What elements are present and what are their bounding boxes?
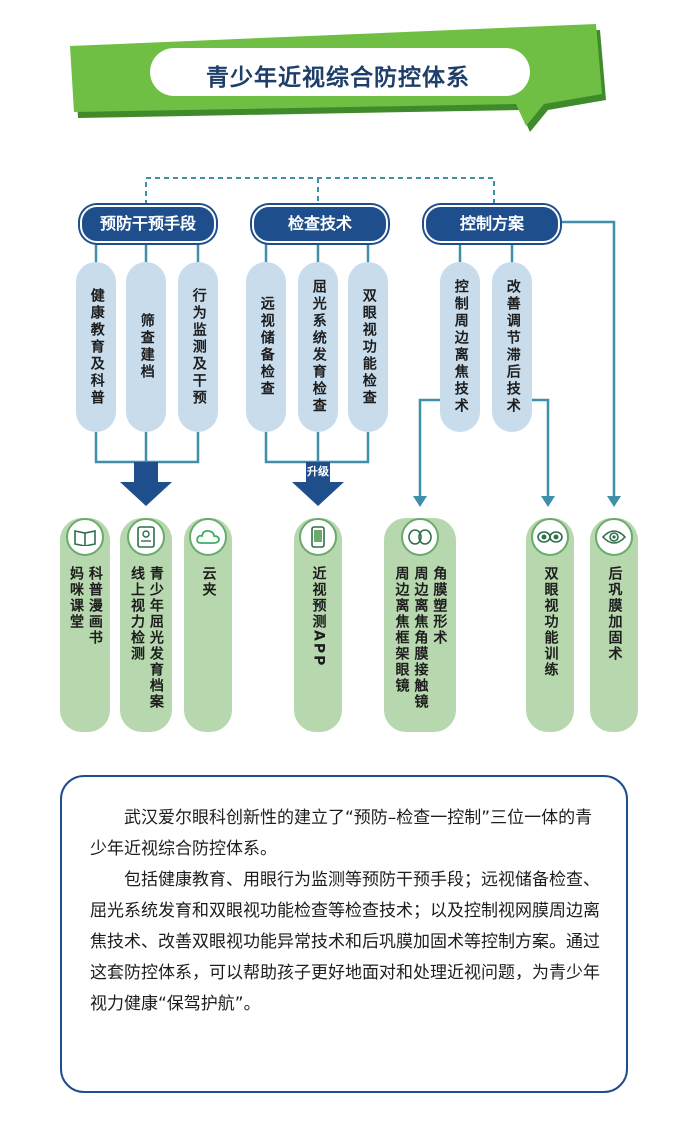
title-banner bbox=[70, 24, 606, 132]
category-examination: 检查技术 bbox=[252, 205, 388, 243]
category-control: 控制方案 bbox=[424, 205, 560, 243]
cloud-icon bbox=[189, 518, 227, 556]
eye-icon bbox=[595, 518, 633, 556]
item-binocular-vision-exam: 双眼视功能检查 bbox=[348, 262, 388, 432]
item-screening-records: 筛查建档 bbox=[126, 262, 166, 432]
phone-icon bbox=[299, 518, 337, 556]
eyes-icon bbox=[531, 518, 569, 556]
category-prevention: 预防干预手段 bbox=[80, 205, 216, 243]
item-refractive-development: 屈光系统发育检查 bbox=[298, 262, 338, 432]
outcome-cloud-folder: 云夹 bbox=[184, 518, 232, 732]
lens-icon bbox=[401, 518, 439, 556]
item-hyperopia-reserve: 远视储备检查 bbox=[246, 262, 286, 432]
outcome-mommy-class: 妈咪课堂科普漫画书 bbox=[60, 518, 110, 732]
item-health-education: 健康教育及科普 bbox=[76, 262, 116, 432]
item-peripheral-defocus: 控制周边离焦技术 bbox=[440, 262, 480, 432]
page-title: 青少年近视综合防控体系 bbox=[206, 65, 470, 91]
outcome-online-vision-test: 线上视力检测青少年屈光发育档案 bbox=[120, 518, 172, 732]
description-paragraph-2: 包括健康教育、用眼行为监测等预防干预手段；远视储备检查、屈光系统发育和双眼视功能… bbox=[90, 870, 600, 1014]
description-paragraph-1: 武汉爱尔眼科创新性的建立了“预防–检查一控制”三位一体的青少年近视综合防控体系。 bbox=[90, 808, 593, 859]
item-behavior-monitoring: 行为监测及干预 bbox=[178, 262, 218, 432]
upgrade-label: 升级 bbox=[307, 465, 329, 478]
document-icon bbox=[127, 518, 165, 556]
book-icon bbox=[66, 518, 104, 556]
item-accommodation-lag: 改善调节滞后技术 bbox=[492, 262, 532, 432]
description-box: 武汉爱尔眼科创新性的建立了“预防–检查一控制”三位一体的青少年近视综合防控体系。… bbox=[60, 775, 628, 1093]
